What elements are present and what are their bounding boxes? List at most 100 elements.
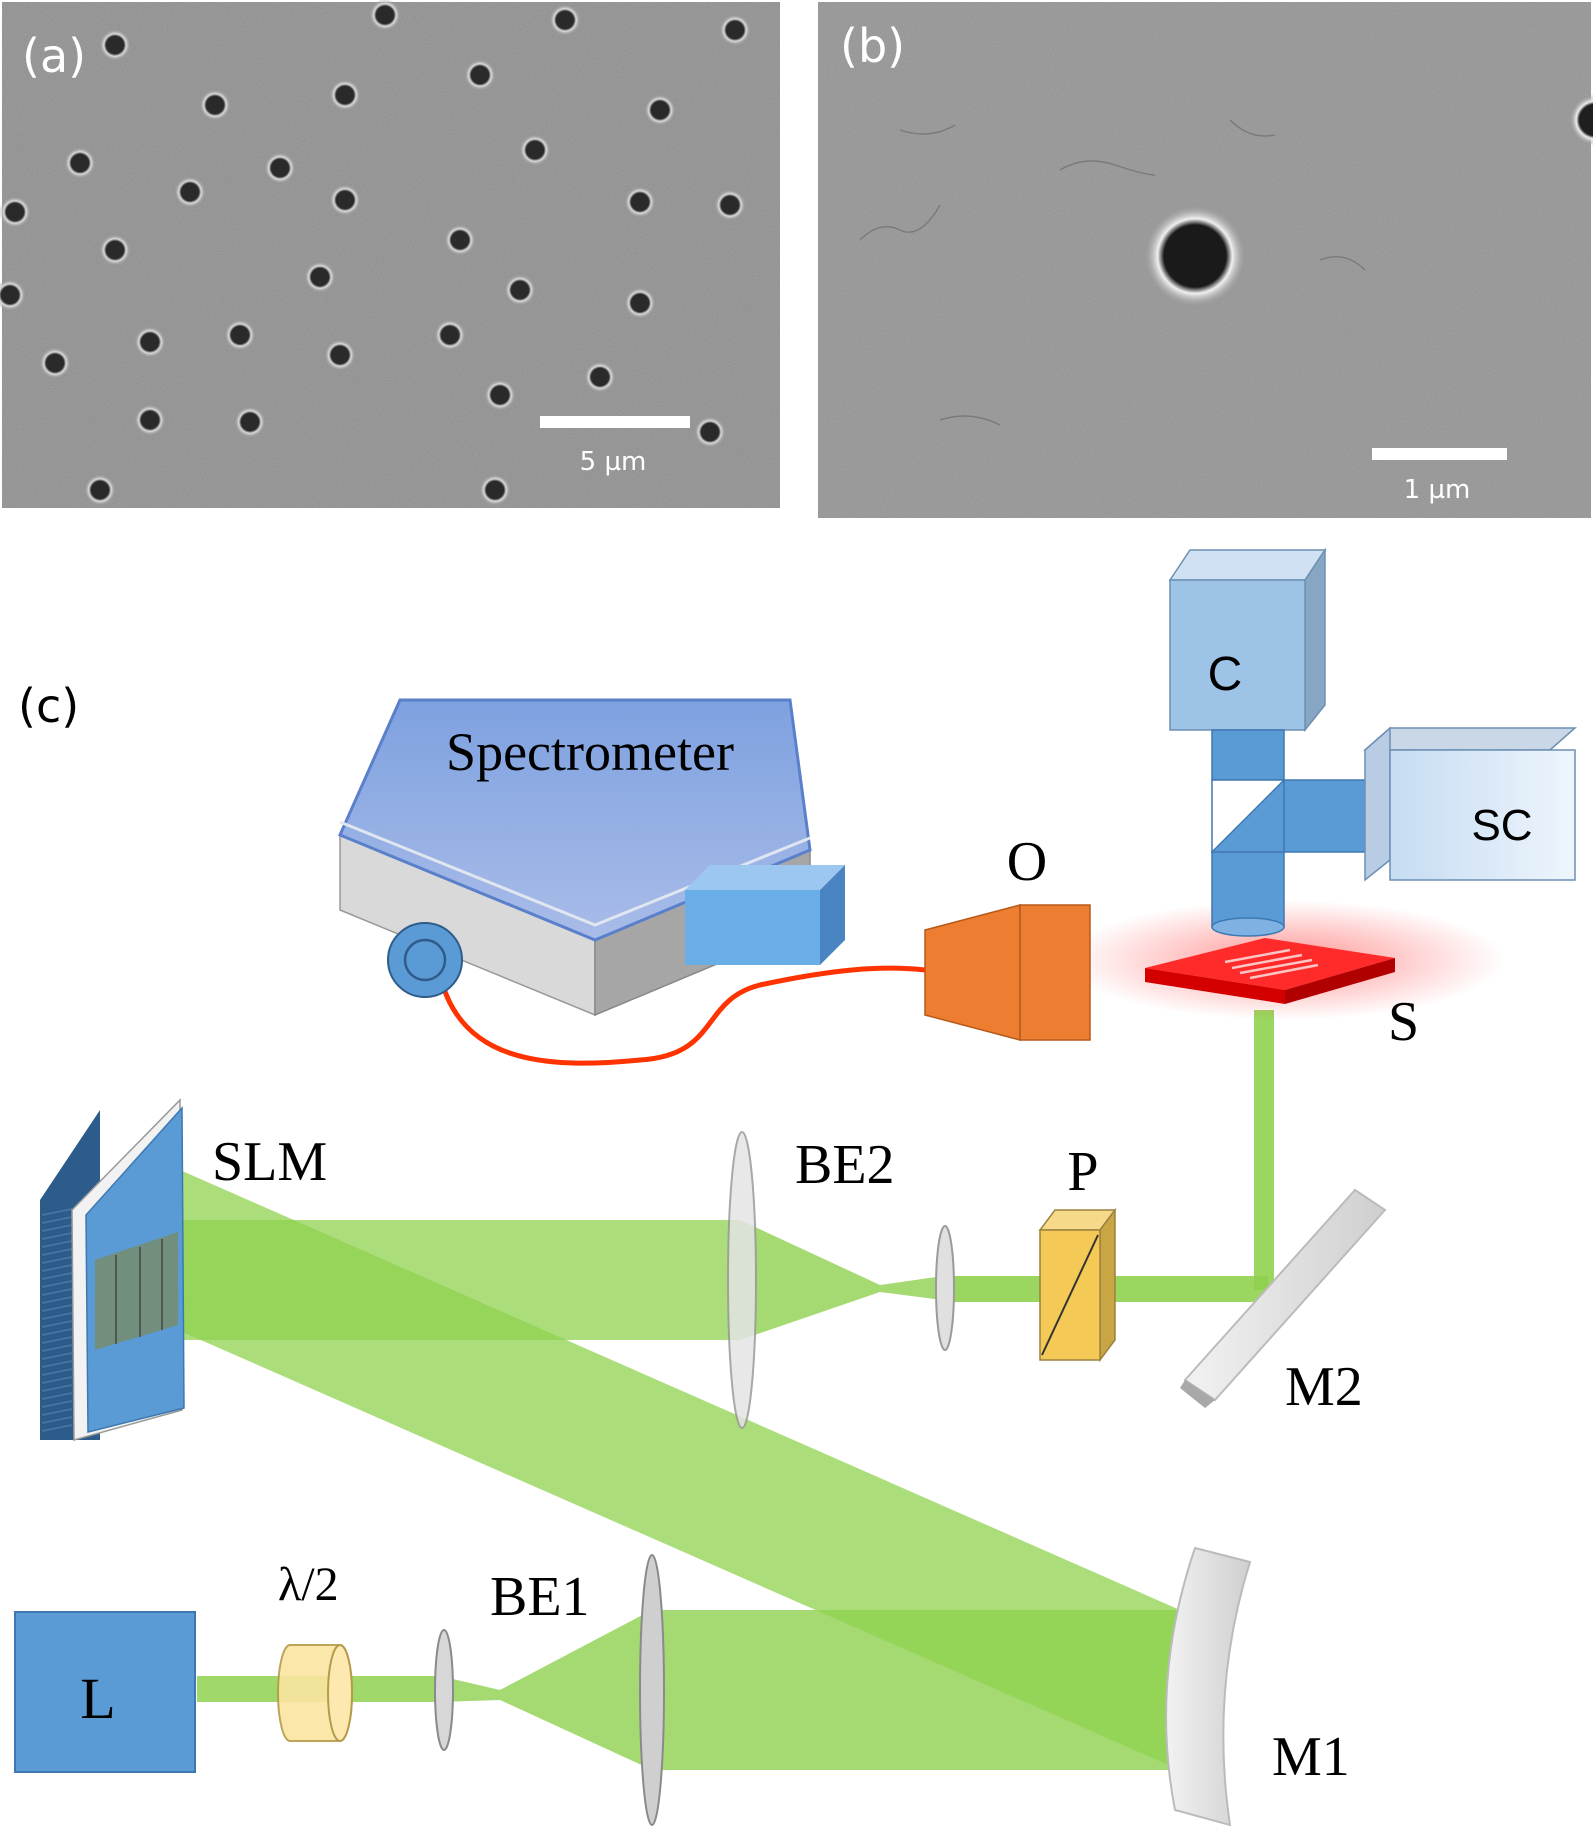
slm-rib xyxy=(41,1264,73,1272)
sample-side xyxy=(1285,958,1395,1004)
panel-a-label: (a) xyxy=(22,29,86,83)
sample-label: S xyxy=(1388,991,1419,1053)
sem-hole xyxy=(719,14,751,46)
slm-rib xyxy=(41,1400,73,1408)
spectrometer-detector-top xyxy=(685,865,845,890)
m1-body xyxy=(1165,1546,1252,1827)
mirror-1: M1 xyxy=(1165,1546,1350,1827)
sem-hole xyxy=(714,189,746,221)
beam-expander-1: BE1 xyxy=(434,1554,665,1826)
sem-hole xyxy=(99,29,131,61)
camera-front xyxy=(1169,579,1306,731)
sem-hole xyxy=(624,186,656,218)
panel-a: (a) 5 µm xyxy=(0,0,780,508)
sem-hole xyxy=(264,152,296,184)
be1-label: BE1 xyxy=(490,1566,590,1628)
sem-hole xyxy=(0,196,31,228)
sem-hole xyxy=(84,474,116,506)
sem-hole xyxy=(624,287,656,319)
objective-tube xyxy=(1211,851,1285,928)
panel-b-scale-text: 1 µm xyxy=(1404,475,1471,505)
m1-label: M1 xyxy=(1272,1726,1350,1788)
slm-rib xyxy=(41,1336,73,1344)
panel-a-scale-bar xyxy=(540,416,690,428)
sample-pattern xyxy=(1224,948,1319,980)
slm-rib xyxy=(41,1288,73,1296)
beam-slm-to-be2 xyxy=(180,1220,740,1340)
sem-hole xyxy=(519,134,551,166)
panel-b-hole xyxy=(1164,225,1226,287)
sc-label: SC xyxy=(1471,801,1532,850)
fiber-cable xyxy=(437,965,926,1066)
sem-hole xyxy=(444,224,476,256)
half-wave-plate: λ/2 xyxy=(277,1558,353,1742)
polarizer: P xyxy=(1038,1141,1117,1363)
half-wave-plate-label: λ/2 xyxy=(278,1558,339,1611)
be2-small-lens xyxy=(935,1225,955,1351)
be1-small-lens xyxy=(434,1629,454,1751)
sem-hole xyxy=(329,79,361,111)
sem-hole xyxy=(174,176,206,208)
panel-a-scale-text: 5 µm xyxy=(580,447,647,477)
slm-label: SLM xyxy=(212,1131,327,1193)
slm-rib xyxy=(41,1360,73,1368)
slm-rib xyxy=(41,1240,73,1248)
slm-rib xyxy=(41,1216,73,1224)
sc-side-left xyxy=(1364,726,1391,882)
camera-assembly: C SC xyxy=(1168,547,1577,937)
sem-hole xyxy=(434,319,466,351)
objective-label: O xyxy=(1007,831,1047,893)
sem-hole xyxy=(234,406,266,438)
slm-rib xyxy=(41,1424,73,1432)
objective-tube-end xyxy=(1211,917,1285,937)
sample-front xyxy=(1145,968,1285,1004)
spectrometer-top xyxy=(338,698,812,942)
slm-rib xyxy=(41,1224,73,1232)
slm-rib xyxy=(41,1376,73,1384)
sem-hole xyxy=(39,347,71,379)
spectrometer-detector-front xyxy=(685,890,820,965)
polarizer-label: P xyxy=(1067,1141,1098,1203)
sem-hole xyxy=(0,279,26,311)
camera-side xyxy=(1304,547,1326,733)
sem-hole xyxy=(484,379,516,411)
beam-m2-to-sample xyxy=(1254,1010,1274,1290)
m2-edge xyxy=(1180,1380,1215,1408)
sc-front xyxy=(1389,749,1576,881)
slm-rib xyxy=(41,1328,73,1336)
laser-label: L xyxy=(80,1666,115,1731)
m2-label: M2 xyxy=(1285,1356,1363,1418)
slm-rib xyxy=(41,1280,73,1288)
sem-hole xyxy=(199,89,231,121)
sem-hole xyxy=(64,147,96,179)
slm-rib xyxy=(41,1392,73,1400)
spectrometer: Spectrometer xyxy=(338,698,845,1017)
slm-rib xyxy=(41,1272,73,1280)
sample-top xyxy=(1145,938,1395,990)
slm-rib xyxy=(41,1312,73,1320)
slm-rib xyxy=(41,1384,73,1392)
panel-b: (b) 1 µm xyxy=(818,2,1593,518)
sem-hole xyxy=(644,94,676,126)
camera-tube xyxy=(1211,729,1285,781)
fiber-port-outer xyxy=(387,922,463,998)
laser: L xyxy=(14,1611,196,1773)
fiber-port-inner xyxy=(403,938,447,982)
sem-hole xyxy=(224,319,256,351)
slm-rib xyxy=(41,1368,73,1376)
objective: O xyxy=(924,831,1091,1041)
beam-be2-cone xyxy=(740,1220,950,1340)
panel-c-label: (c) xyxy=(18,679,79,733)
slm-rib xyxy=(41,1344,73,1352)
sem-hole xyxy=(694,416,726,448)
panel-a-hole-array xyxy=(0,0,751,506)
sem-hole xyxy=(369,0,401,31)
camera-top xyxy=(1168,549,1327,581)
slm-rib xyxy=(41,1232,73,1240)
spectrometer-detector-side xyxy=(820,865,845,965)
beam-paths xyxy=(178,1010,1274,1770)
panel-b-edge-hole xyxy=(1569,94,1593,146)
slm-rib xyxy=(41,1256,73,1264)
camera-label: C xyxy=(1208,648,1243,701)
